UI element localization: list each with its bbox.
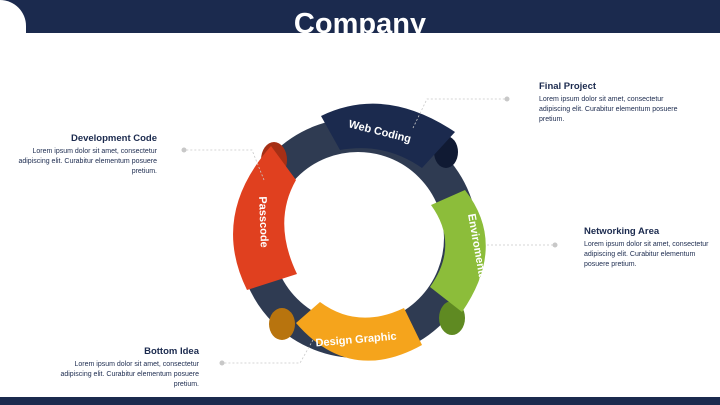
callout-text: Lorem ipsum dolor sit amet, consectetur … [60,361,199,388]
segment-passcode: Passcode [233,146,297,290]
enviromental-cap [439,301,465,335]
segment-design-graphic: Design Graphic [296,302,422,361]
footer-bar [0,397,720,405]
segment-enviromental: Enviromental [430,190,489,312]
leader-final-project [412,98,507,129]
callout-text: Lorem ipsum dolor sit amet, consectetur … [584,241,709,268]
callout-final-project: Final Project Lorem ipsum dolor sit amet… [539,81,684,125]
page-title: Company [293,8,427,33]
callout-text: Lorem ipsum dolor sit amet, consectetur … [539,96,678,123]
segment-label-passcode: Passcode [256,196,270,248]
callout-title: Networking Area [584,226,660,237]
leader-dot-development-code [181,147,187,153]
segment-web-coding: Web Coding [321,103,455,168]
callout-text: Lorem ipsum dolor sit amet, consectetur … [18,148,157,175]
callout-title: Bottom Idea [144,346,199,357]
callout-development-code: Development Code Lorem ipsum dolor sit a… [11,133,157,177]
callout-title: Final Project [539,81,597,92]
leader-dot-final-project [504,96,510,102]
leader-dot-bottom-idea [219,360,225,366]
leader-development-code [184,149,265,181]
leader-lines [184,98,555,364]
callout-title: Development Code [70,133,157,144]
designgraphic-cap [269,308,295,340]
leader-dot-networking-area [552,242,558,248]
callout-bottom-idea: Bottom Idea Lorem ipsum dolor sit amet, … [53,346,199,390]
leader-bottom-idea [222,339,314,364]
header-bar [0,0,720,33]
callout-networking-area: Networking Area Lorem ipsum dolor sit am… [584,226,718,270]
